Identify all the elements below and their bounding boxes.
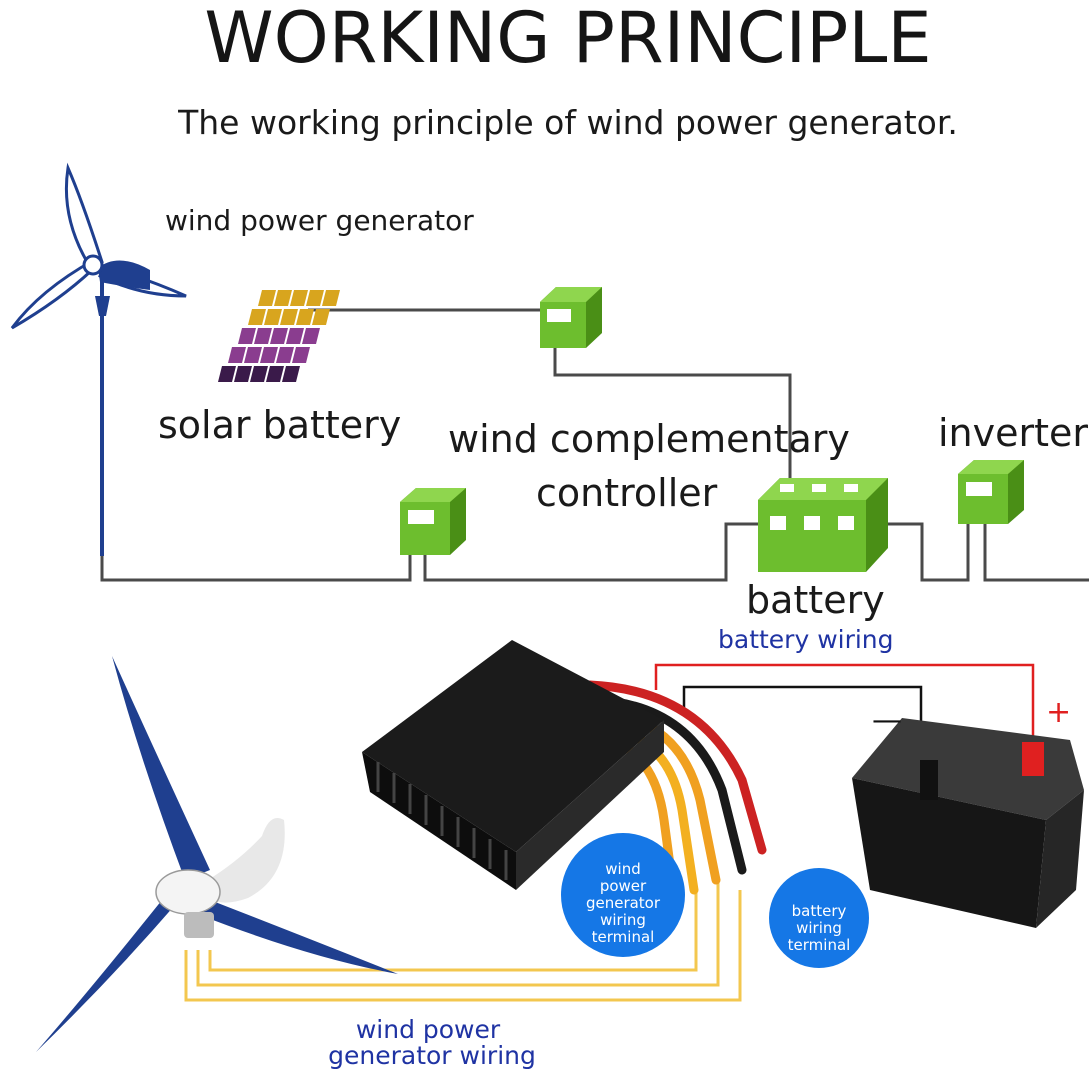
solar-cell xyxy=(248,309,266,325)
bubble-text-line: battery xyxy=(792,902,847,920)
label-controller-line2: controller xyxy=(536,471,718,515)
solar-cell xyxy=(282,366,300,382)
label-generator-wiring-line2: generator wiring xyxy=(328,1041,536,1070)
top-controller-box xyxy=(540,287,602,348)
label-solar-battery: solar battery xyxy=(158,403,401,447)
solar-cell xyxy=(322,290,340,306)
solar-cell xyxy=(264,309,282,325)
charge-controller-device xyxy=(362,640,664,890)
solar-cell xyxy=(286,328,304,344)
solar-cell xyxy=(292,347,310,363)
solar-cell xyxy=(312,309,330,325)
solar-cell xyxy=(270,328,288,344)
battery-box xyxy=(758,478,888,572)
page-title: WORKING PRINCIPLE xyxy=(204,0,931,79)
bubble-text-line: terminal xyxy=(788,936,851,954)
minus-sign: — xyxy=(872,703,902,738)
bubble-text-line: terminal xyxy=(592,928,655,946)
solar-cell xyxy=(234,366,252,382)
solar-cell xyxy=(306,290,324,306)
solar-cell xyxy=(250,366,268,382)
schematic-wind-turbine xyxy=(10,162,187,556)
label-controller-line1: wind complementary xyxy=(448,417,850,461)
plus-sign: + xyxy=(1046,695,1071,730)
label-wind-power-generator: wind power generator xyxy=(165,204,474,237)
bubble-text-line: wind xyxy=(605,860,640,878)
bubble-text-line: power xyxy=(600,877,647,895)
generator-wiring-lines xyxy=(184,880,742,1002)
solar-cell xyxy=(276,347,294,363)
solar-cell xyxy=(228,347,246,363)
wind-controller-box xyxy=(400,488,466,555)
car-battery xyxy=(852,718,1084,928)
label-battery-wiring: battery wiring xyxy=(718,625,894,654)
solar-cell xyxy=(280,309,298,325)
solar-cell xyxy=(296,309,314,325)
solar-cell xyxy=(218,366,236,382)
bubble-text-line: wiring xyxy=(600,911,646,929)
label-battery: battery xyxy=(746,578,885,622)
solar-cell xyxy=(260,347,278,363)
solar-cell xyxy=(258,290,276,306)
schematic-wires xyxy=(100,308,1089,582)
page-subtitle: The working principle of wind power gene… xyxy=(177,103,958,142)
bubble-text-line: wiring xyxy=(796,919,842,937)
label-inverter: inverter xyxy=(938,411,1088,455)
solar-cell xyxy=(290,290,308,306)
bubble-text-line: generator xyxy=(586,894,661,912)
wind-turbine-photo xyxy=(36,656,398,1052)
solar-cell xyxy=(274,290,292,306)
solar-cell xyxy=(254,328,272,344)
solar-cell xyxy=(244,347,262,363)
label-generator-wiring-line1: wind power xyxy=(356,1015,501,1044)
solar-panel xyxy=(218,290,340,382)
solar-cell xyxy=(302,328,320,344)
inverter-box xyxy=(958,460,1024,524)
solar-cell xyxy=(266,366,284,382)
solar-cell xyxy=(238,328,256,344)
